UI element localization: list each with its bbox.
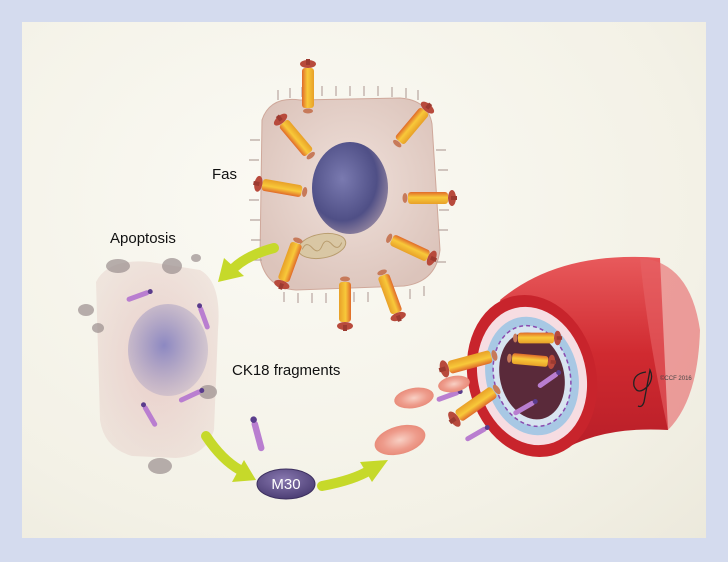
fas-receptor: [337, 276, 353, 331]
hepatocyte-nucleus: [312, 142, 388, 234]
artist-signature: ©CCF 2016: [633, 367, 692, 408]
m30-ellipse: [256, 468, 316, 500]
signature-text: ©CCF 2016: [660, 375, 692, 382]
ck18-fragments-label: CK18 fragments: [232, 362, 341, 379]
apoptotic-nucleus: [128, 304, 208, 396]
fas-label: Fas: [212, 166, 238, 183]
arrow-to-m30-head: [232, 460, 256, 482]
m30-label: M30: [271, 476, 300, 493]
red-blood-cell: [394, 387, 434, 409]
arrow-to-m30: [201, 431, 245, 475]
ck18-fragment: [464, 424, 491, 443]
ck18-fragment: [249, 415, 266, 452]
fas-receptor: [402, 190, 457, 206]
arrow-to-apoptosis-head: [218, 258, 244, 282]
apoptotic-cell: [78, 254, 219, 474]
apoptosis-label: Apoptosis: [110, 230, 176, 247]
arrow-to-vessel: [317, 465, 375, 491]
fas-receptor: [300, 59, 316, 114]
m30-marker: M30: [256, 468, 316, 500]
red-blood-cells: [374, 375, 470, 456]
apoptotic-blebs: [78, 254, 217, 474]
arrow-to-vessel-head: [360, 460, 388, 482]
blood-vessel: [466, 256, 700, 458]
red-blood-cell: [438, 375, 470, 393]
red-blood-cell: [374, 424, 426, 456]
